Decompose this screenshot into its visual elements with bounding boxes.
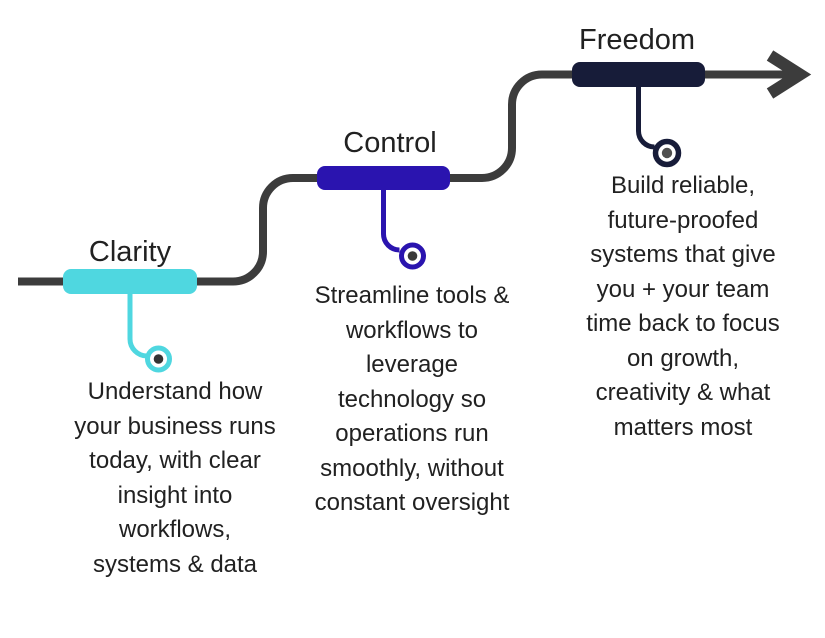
pin-dot-freedom — [661, 147, 673, 159]
pin-stem-freedom — [636, 85, 655, 150]
stage-description-freedom: Build reliable, future-proofed systems t… — [586, 172, 780, 441]
stage-description-control: Streamline tools & workflows to leverage… — [314, 282, 510, 516]
stage-label-control: Control — [343, 127, 437, 159]
stage-label-freedom: Freedom — [578, 24, 696, 56]
pin-dot-control — [407, 251, 418, 261]
stage-bar-control — [317, 166, 450, 190]
stage-bar-freedom — [572, 62, 705, 87]
pin-stem-control — [381, 188, 400, 253]
pin-stem-clarity — [127, 292, 148, 359]
stage-description-clarity: Understand how your business runs today,… — [74, 378, 276, 578]
stage-bar-clarity — [63, 269, 197, 294]
stage-label-clarity: Clarity — [88, 236, 172, 268]
pin-dot-clarity — [153, 354, 164, 364]
arrow-right-icon — [766, 50, 812, 99]
